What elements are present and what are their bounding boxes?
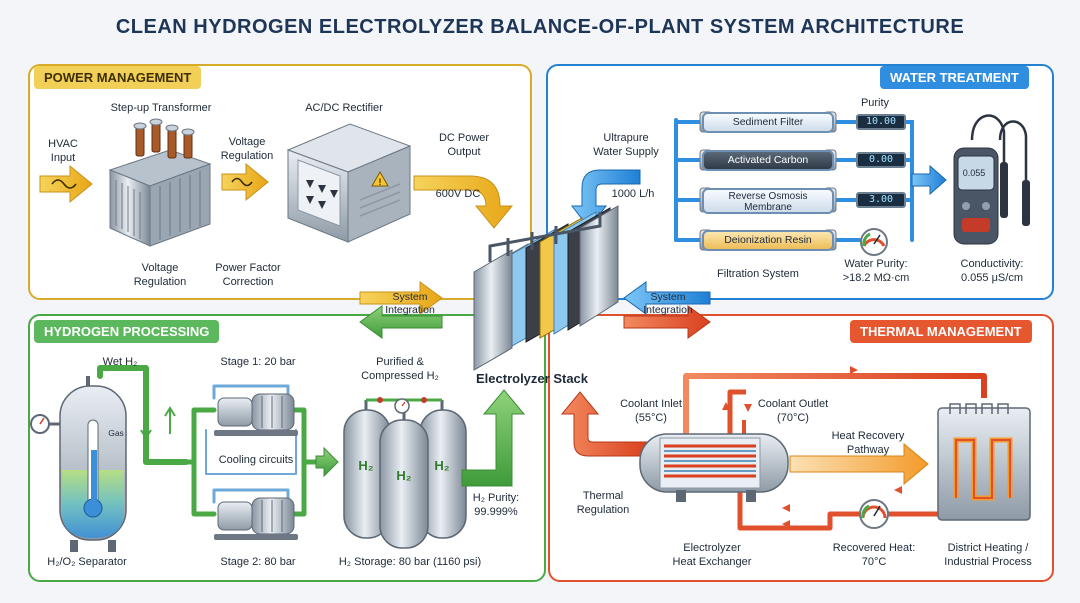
- stage2-label: Stage 2: 80 bar: [220, 556, 296, 568]
- hvac-input-arrow: [39, 164, 93, 204]
- storage-label: H₂ Storage: 80 bar (1160 psi): [338, 556, 482, 568]
- heat-exchanger-label: Electrolyzer Heat Exchanger: [672, 542, 752, 568]
- h2-purity-label: H₂ Purity: 99.999%: [472, 492, 520, 518]
- district-heating-unit: [937, 403, 1031, 521]
- voltage-regulation-arrow: [221, 162, 269, 202]
- purity-header: Purity: [860, 97, 890, 109]
- tank-label-1: H₂: [358, 458, 374, 473]
- purified-h2-arrow: [461, 389, 526, 487]
- tank-label-2: H₂: [396, 468, 412, 483]
- voltage-regulation-top-label: Voltage Regulation: [220, 136, 274, 162]
- coolant-outlet-label: Coolant Outlet (70°C): [757, 398, 829, 424]
- purity-outflow-arrow: [911, 164, 947, 196]
- hydrogen-piping: [97, 365, 319, 517]
- separator-label: H₂/O₂ Separator: [47, 556, 127, 568]
- transformer-label: Step-up Transformer: [110, 102, 212, 114]
- filter-sediment: Sediment Filter: [702, 112, 834, 133]
- heat-recovery-arrow: [789, 442, 929, 486]
- section-title-power: POWER MANAGEMENT: [34, 66, 202, 89]
- h2-o2-separator: [30, 376, 127, 552]
- system-integration-left-arrows: [359, 281, 443, 339]
- rectifier-label: AC/DC Rectifier: [305, 102, 383, 114]
- purity-reading-2: 0.00: [856, 152, 906, 168]
- thermal-small-arrows: [722, 366, 902, 528]
- compressor-stage-1: [214, 393, 298, 436]
- tank-label-3: H₂: [434, 458, 450, 473]
- recovered-heat-gauge: [859, 499, 889, 529]
- voltage-regulation-bottom-label: Voltage Regulation: [133, 262, 187, 288]
- conductivity-meter: [953, 114, 1030, 245]
- water-supply-label: Ultrapure Water Supply: [593, 132, 659, 158]
- coolant-inlet-label: Coolant Inlet (55°C): [620, 398, 682, 424]
- recovered-heat-label: Recovered Heat: 70°C: [832, 542, 916, 568]
- electrolyzer-stack-label: Electrolyzer Stack: [476, 371, 589, 386]
- ac-dc-rectifier: !: [286, 123, 412, 243]
- filter-reverse-osmosis: Reverse Osmosis Membrane: [702, 188, 834, 214]
- purity-gauge: [860, 228, 888, 256]
- wet-h2-label: Wet H₂: [102, 356, 138, 368]
- hvac-input-label: HVAC Input: [48, 138, 78, 164]
- compressor-stage-2: [214, 497, 298, 540]
- section-title-thermal: THERMAL MANAGEMENT: [850, 320, 1032, 343]
- section-title-hydrogen: HYDROGEN PROCESSING: [34, 320, 220, 343]
- dc-output-arrow: [413, 175, 514, 229]
- cooling-flow-arrow: [315, 446, 339, 478]
- system-integration-right-label: System Integration: [643, 291, 693, 317]
- heat-recovery-label: Heat Recovery Pathway: [831, 430, 905, 456]
- svg-text:!: !: [379, 177, 382, 187]
- filter-deionization: Deionization Resin: [702, 230, 834, 251]
- thermal-regulation-label: Thermal Regulation: [576, 490, 630, 516]
- power-factor-label: Power Factor Correction: [215, 262, 281, 288]
- conductivity-label: Conductivity: 0.055 μS/cm: [960, 258, 1024, 284]
- conductivity-meter-display: 0.055: [962, 168, 986, 178]
- purity-reading-3: 3.00: [856, 192, 906, 208]
- water-purity-label: Water Purity: >18.2 MΩ·cm: [842, 258, 910, 284]
- water-manifold: [674, 118, 914, 242]
- stage1-label: Stage 1: 20 bar: [220, 356, 296, 368]
- district-heating-label: District Heating / Industrial Process: [944, 542, 1032, 568]
- purified-h2-label: Purified & Compressed H₂: [361, 356, 439, 382]
- electrolyzer-stack: [473, 205, 619, 371]
- system-integration-right-arrows: [623, 281, 711, 339]
- gas-label: Gas: [108, 428, 124, 438]
- cooling-circuits-label: Cooling circuits: [218, 454, 294, 466]
- purity-reading-1: 10.00: [856, 114, 906, 130]
- section-title-water: WATER TREATMENT: [880, 66, 1029, 89]
- h2-storage-tanks: [343, 397, 467, 549]
- thermal-regulation-arrow: [560, 391, 649, 457]
- dc-output-label: DC Power Output: [438, 132, 490, 158]
- filtration-system-label: Filtration System: [717, 268, 799, 280]
- dc-voltage-label: 600V DC: [435, 188, 481, 200]
- heat-exchanger: [639, 433, 789, 502]
- step-up-transformer: [108, 118, 212, 247]
- filter-activated-carbon: Activated Carbon: [702, 150, 834, 171]
- page-title: CLEAN HYDROGEN ELECTROLYZER BALANCE-OF-P…: [115, 16, 965, 38]
- system-integration-left-label: System Integration: [385, 291, 435, 317]
- water-flow-label: 1000 L/h: [611, 188, 655, 200]
